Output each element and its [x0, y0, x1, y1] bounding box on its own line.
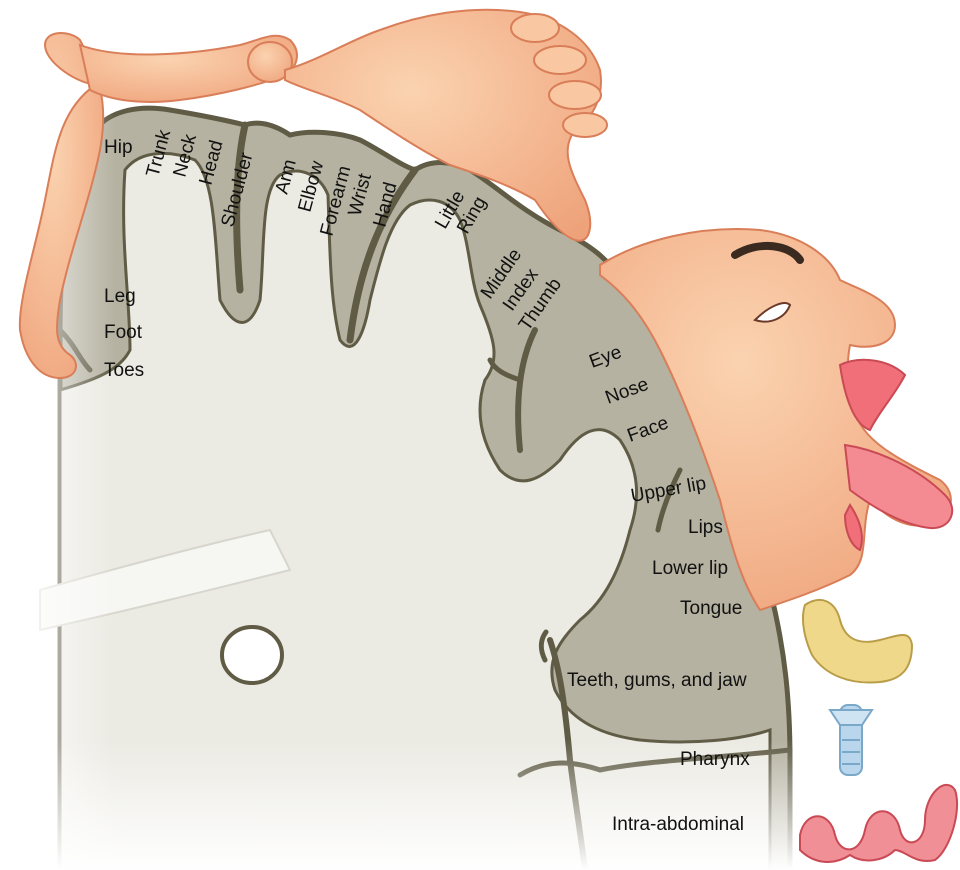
- homunculus-body: [18, 8, 608, 380]
- trachea: [828, 704, 874, 776]
- label-intra-abdominal: Intra-abdominal: [612, 814, 744, 835]
- homunculus-face: [599, 228, 954, 612]
- ventricle: [220, 625, 284, 685]
- label-hip: Hip: [104, 137, 133, 158]
- label-lower-lip: Lower lip: [652, 558, 728, 579]
- label-leg: Leg: [104, 286, 136, 307]
- intestine: [799, 783, 959, 863]
- label-pharynx: Pharynx: [680, 749, 750, 770]
- label-teeth-gums-jaw: Teeth, gums, and jaw: [567, 670, 747, 691]
- label-lips: Lips: [688, 517, 723, 538]
- label-tongue: Tongue: [680, 598, 742, 619]
- label-toes: Toes: [104, 360, 144, 381]
- jaw-bone: [802, 599, 914, 684]
- label-foot: Foot: [104, 322, 143, 343]
